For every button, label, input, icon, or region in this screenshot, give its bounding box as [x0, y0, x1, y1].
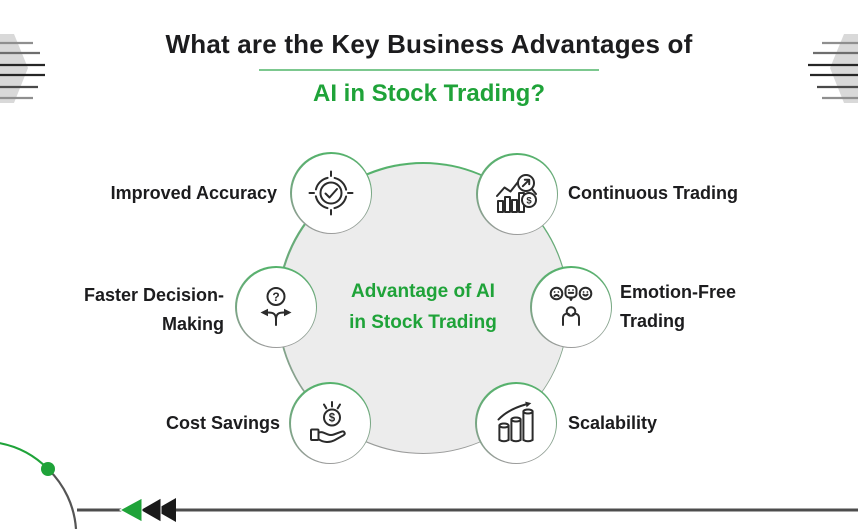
hub-title-line1: Advantage of AI	[351, 280, 495, 302]
hexagon-lines-decoration-left	[0, 34, 45, 103]
arrow-left-green-icon	[118, 497, 143, 523]
arrow-left-black-icon	[138, 497, 162, 523]
svg-text:$: $	[526, 195, 532, 206]
label-emotion-free-trading: Emotion-Free Trading	[620, 282, 737, 331]
arc-gray-segment	[47, 468, 78, 529]
svg-text:$: $	[329, 413, 336, 425]
hub-title: Advantage of AI in Stock Trading	[279, 276, 568, 338]
hexagon-shape	[0, 34, 28, 103]
header: What are the Key Business Advantages of …	[0, 28, 858, 109]
hexagon-lines-decoration-right	[808, 34, 858, 103]
arrow-left-black-icon	[155, 498, 176, 522]
node-emotion-free-trading	[530, 266, 612, 348]
label-scalability: Scalability	[568, 413, 658, 433]
target-checkmark-icon	[308, 170, 354, 216]
title-line2: AI in Stock Trading?	[312, 80, 546, 107]
node-scalability	[475, 382, 557, 464]
label-faster-decision-making: Faster Decision- Making	[83, 285, 224, 334]
hub-title-line2: in Stock Trading	[349, 311, 497, 333]
node-cost-savings: $	[289, 382, 371, 464]
hand-coin-icon: $	[310, 401, 346, 443]
label-cost-savings: Cost Savings	[165, 413, 280, 433]
svg-text:?: ?	[272, 290, 279, 304]
title-divider	[259, 69, 599, 71]
label-improved-accuracy: Improved Accuracy	[110, 183, 277, 203]
question-fork-arrows-icon: ?	[260, 287, 292, 326]
emotion-bubbles-icon	[549, 285, 593, 326]
node-improved-accuracy	[290, 152, 372, 234]
node-faster-decision-making: ?	[235, 266, 317, 348]
bottom-timeline-decoration	[0, 442, 858, 529]
green-dot	[41, 462, 55, 476]
node-continuous-trading: $	[476, 153, 558, 235]
label-continuous-trading: Continuous Trading	[568, 183, 738, 203]
arc-green-segment	[0, 442, 49, 470]
rising-cylinders-arrow-icon	[497, 401, 534, 443]
growth-chart-magnifier-icon: $	[496, 174, 537, 213]
hexagon-shape	[830, 34, 858, 103]
title-line1: What are the Key Business Advantages of	[165, 29, 693, 59]
